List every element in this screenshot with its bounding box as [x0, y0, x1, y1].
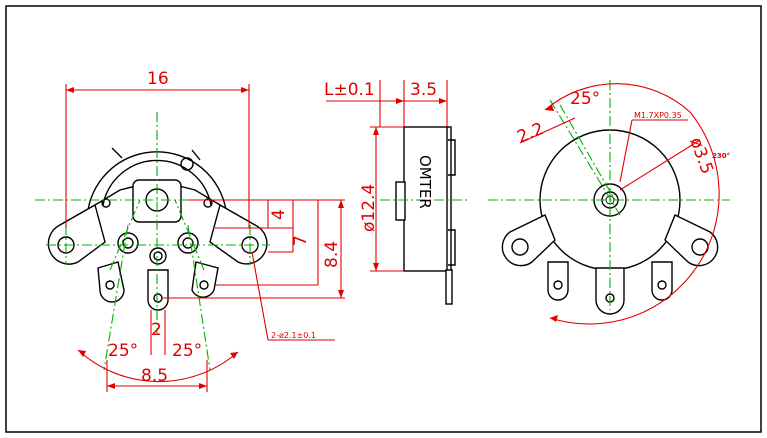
thickness-label: L±0.1: [324, 80, 375, 100]
drawing-frame: [5, 5, 762, 433]
rear-view-right: [488, 80, 730, 315]
diameter-label: ø12.4: [359, 184, 379, 232]
body-text-label: OMTER: [416, 155, 434, 209]
dim-7-label: 7: [291, 235, 311, 246]
front-view-left: [35, 112, 280, 371]
width-16-label: 16: [147, 69, 169, 89]
dim-2-label: 2: [151, 320, 162, 340]
right-view-dimensions: 25° 2.2 M1.7XP0.35 ø3.5 230°: [514, 83, 730, 325]
angle-top-label: 25°: [570, 89, 600, 109]
rotation-angle-label: 230°: [712, 152, 730, 160]
side-view: OMTER: [380, 126, 470, 305]
angle-right-label: 25°: [172, 341, 202, 361]
angle-left-label: 25°: [108, 341, 138, 361]
shaft-length-label: 3.5: [410, 80, 437, 100]
dim-2-2-label: 2.2: [514, 119, 547, 148]
hole-note-label: 2-ø2.1±0.1: [271, 331, 316, 340]
dim-4-label: 4: [269, 209, 289, 220]
side-view-dimensions: L±0.1 3.5 ø12.4: [324, 80, 448, 272]
thread-note-label: M1.7XP0.35: [634, 111, 682, 120]
dim-8-5-label: 8.5: [141, 366, 168, 386]
dim-8-4-label: 8.4: [322, 241, 342, 268]
left-view-dimensions: 16 4 7 8.4 2 25° 25° 8.5: [65, 69, 345, 392]
